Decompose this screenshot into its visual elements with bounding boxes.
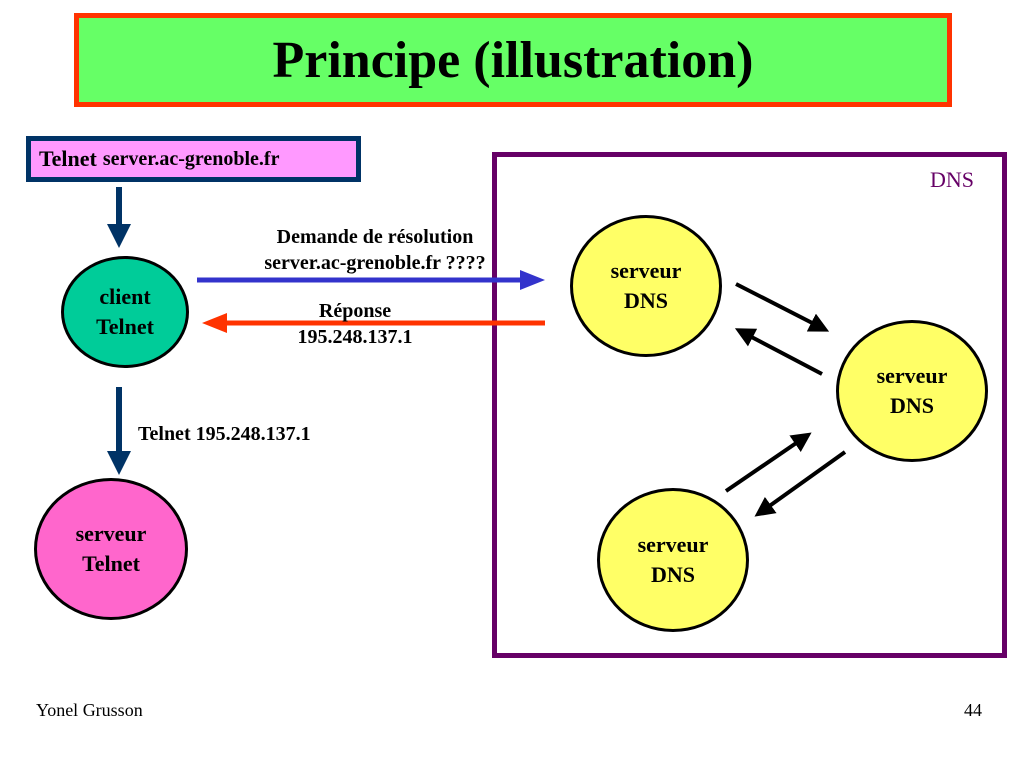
dns-server-label-line2: DNS xyxy=(623,288,668,313)
telnet-ip-label: Telnet 195.248.137.1 xyxy=(138,423,311,445)
dns-zone-frame xyxy=(492,152,1007,658)
slide-title: Principe (illustration) xyxy=(272,31,754,89)
dns-server-label-line2: DNS xyxy=(650,562,695,587)
request-label-line2: server.ac-grenoble.fr ???? xyxy=(264,252,486,274)
dns2-to-dns1-arrow xyxy=(734,328,823,376)
dns-zone-label: DNS xyxy=(930,167,975,192)
request-label-line1: Demande de résolution xyxy=(276,226,474,248)
server-telnet-label-line1: serveur xyxy=(75,521,147,546)
dns-server-label-line1: serveur xyxy=(637,532,709,557)
client-telnet-node: client Telnet xyxy=(61,256,189,368)
dns-server-label-line2: DNS xyxy=(889,393,934,418)
dns3-to-dns2-arrow xyxy=(724,432,812,493)
server-telnet-label-line2: Telnet xyxy=(82,551,140,576)
command-keyword: Telnet xyxy=(39,146,97,171)
dns-server-label-line1: serveur xyxy=(610,258,682,283)
title-box: Principe (illustration) xyxy=(74,13,952,107)
dns2-to-dns3-arrow xyxy=(754,450,847,517)
footer-author: Yonel Grusson xyxy=(36,700,143,720)
response-label: Réponse 195.248.137.1 xyxy=(250,298,460,350)
dns-server-node: serveur DNS xyxy=(836,320,988,462)
dns-server-node: serveur DNS xyxy=(570,215,722,357)
response-label-line1: Réponse xyxy=(318,300,392,322)
command-host: server.ac-grenoble.fr xyxy=(102,147,280,170)
response-label-line2: 195.248.137.1 xyxy=(297,326,413,348)
page-number: 44 xyxy=(964,700,982,720)
request-label: Demande de résolution server.ac-grenoble… xyxy=(210,224,540,276)
telnet-command-box: Telnet server.ac-grenoble.fr xyxy=(26,136,361,182)
dns1-to-dns2-arrow xyxy=(735,282,830,332)
client-label-line1: client xyxy=(99,284,151,309)
dns-server-label-line1: serveur xyxy=(876,363,948,388)
server-telnet-node: serveur Telnet xyxy=(34,478,188,620)
client-label-line2: Telnet xyxy=(96,314,154,339)
dns-server-node: serveur DNS xyxy=(597,488,749,632)
